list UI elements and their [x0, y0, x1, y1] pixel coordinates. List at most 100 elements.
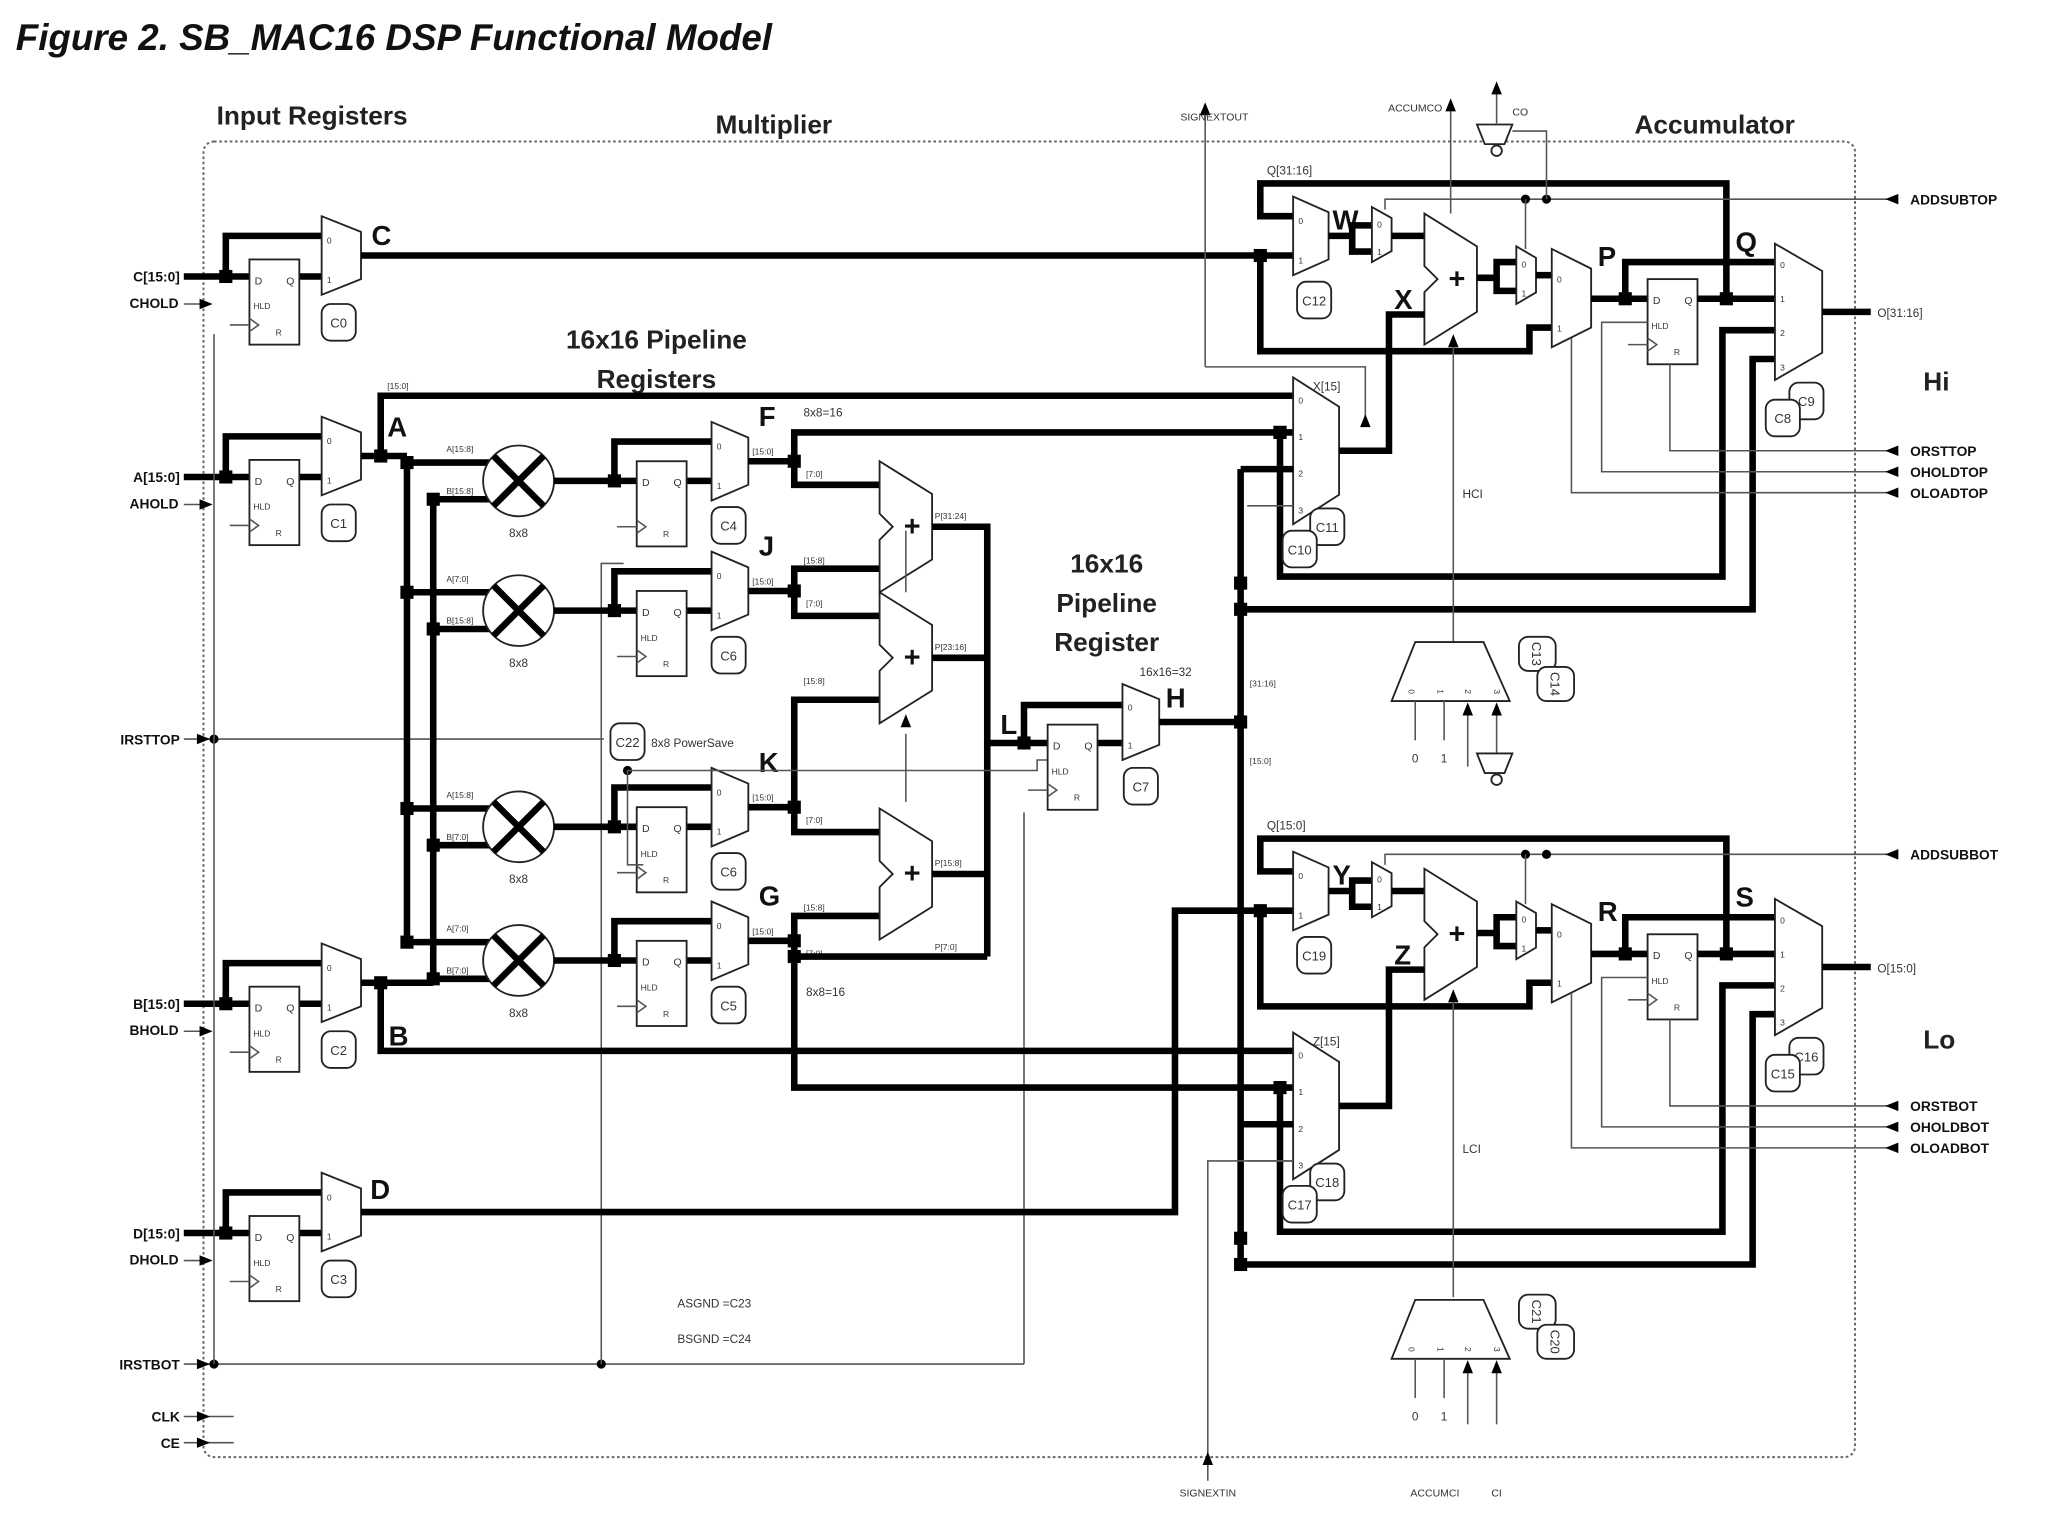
register-pin-hld: HLD — [1052, 766, 1069, 776]
control-bit-box — [320, 1030, 357, 1069]
register-pin-q: Q — [673, 608, 681, 619]
register-pin-d: D — [1653, 951, 1661, 962]
register-pin-q: Q — [673, 958, 681, 969]
accumci-label: ACCUMCI — [1410, 1488, 1459, 1499]
w-mux-name: Y — [1333, 860, 1351, 891]
control-bit-box — [710, 506, 747, 545]
register-pin-d: D — [255, 1004, 263, 1015]
arrow-right-icon — [199, 298, 213, 310]
bus-wire — [611, 917, 712, 961]
signal-wire — [1384, 198, 1891, 210]
mux-body — [1550, 247, 1593, 349]
hold-signal-label: AHOLD — [130, 496, 179, 511]
adder-input-width-label: [15:8] — [803, 903, 824, 913]
q-mux-name: Q — [1736, 227, 1757, 258]
mux-input-label: 1 — [1377, 247, 1382, 257]
p-mux-name: R — [1598, 896, 1618, 927]
register-pin-r: R — [663, 659, 669, 669]
junction-dot — [1541, 849, 1552, 859]
q-mux-name: S — [1736, 882, 1754, 913]
arrow-up-icon — [1199, 102, 1211, 116]
adder-plus-symbol: + — [904, 511, 921, 543]
h-bus-lo-label: [15:0] — [1250, 756, 1271, 766]
mux-name-label: D — [370, 1174, 390, 1205]
control-bit: C10 — [1281, 529, 1318, 569]
arrow-up-icon — [1491, 702, 1502, 716]
arrow-left-icon — [1885, 445, 1899, 456]
control-bit-box — [1518, 1293, 1557, 1330]
bus-wire — [790, 807, 880, 836]
bus-wire — [1257, 180, 1730, 299]
pipeline-mux: 01 — [710, 420, 750, 502]
arrow-right-icon — [199, 1026, 213, 1037]
register-body — [635, 939, 688, 1027]
mux-body — [320, 214, 362, 297]
asgnd-label: ASGND =C23 — [677, 1297, 751, 1311]
mux-input-label: 2 — [1298, 469, 1303, 479]
control-bit-box — [1309, 1162, 1346, 1202]
control-bit-box — [320, 303, 357, 342]
pipe-out-width-label: [15:0] — [752, 447, 773, 457]
hold-signal-label: BHOLD — [130, 1023, 179, 1038]
arrow-up-icon — [1445, 98, 1456, 112]
register-pin-r: R — [1074, 793, 1080, 803]
mux-input-label: 1 — [1522, 944, 1527, 954]
mux-input-label: 1 — [717, 481, 722, 491]
bus-wire — [1276, 982, 1775, 1235]
mux-input-label: 0 — [1298, 871, 1303, 881]
mux-body — [320, 942, 362, 1024]
multiply-x-icon — [491, 583, 546, 638]
clock-input-icon — [248, 1045, 260, 1060]
control-bit: C5 — [710, 985, 747, 1025]
control-bit-label: C0 — [330, 316, 347, 331]
bus-wire — [790, 940, 1294, 1091]
multiply-x-icon — [491, 453, 546, 509]
mux-input-label: 3 — [1298, 505, 1303, 515]
arrow-up-icon — [1202, 1451, 1214, 1465]
register-pin-r: R — [276, 1284, 282, 1294]
adder-plus-symbol: + — [1449, 263, 1466, 295]
signal-wire — [1207, 1160, 1294, 1481]
carry-const-1: 1 — [1441, 752, 1448, 766]
arrow-up-icon — [1462, 1360, 1473, 1374]
bus-wire — [932, 523, 991, 957]
mux-input-label: 0 — [1407, 689, 1417, 694]
bus-wire — [790, 940, 988, 960]
signal-wire — [600, 562, 624, 1365]
multiplier-input-b-label: B[15:8] — [446, 616, 473, 626]
pipeline-registers-title-2: Registers — [597, 364, 717, 394]
partial-sum-label: P[7:0] — [935, 942, 957, 952]
mux-body — [1370, 860, 1393, 919]
pipeline-mux: 01 — [710, 550, 750, 632]
bus-junction — [426, 972, 440, 986]
register-body — [248, 1215, 301, 1303]
arrow-up-icon — [1491, 81, 1502, 95]
bus-wire — [1339, 966, 1425, 1110]
pipeline-mux: 01 — [710, 766, 750, 848]
signal-wire — [1205, 366, 1367, 422]
mux-input-label: 0 — [1377, 875, 1382, 885]
mux-input-label: 1 — [1780, 949, 1785, 959]
control-bit-box — [710, 985, 747, 1025]
control-bit: C12 — [1296, 280, 1333, 320]
arrow-up-icon — [1491, 1360, 1502, 1374]
figure-title: Figure 2. SB_MAC16 DSP Functional Model — [16, 17, 773, 58]
dsp-boundary — [202, 140, 1856, 1459]
h-mux: 01 — [1121, 682, 1161, 762]
output-bus-label: O[15:0] — [1877, 961, 1916, 975]
control-bit-box — [1518, 635, 1557, 672]
global-signal-label: IRSTBOT — [119, 1357, 180, 1372]
pipe-out-width-label: [15:0] — [752, 793, 773, 803]
bus-junction — [1719, 947, 1733, 961]
clock-input-icon — [636, 865, 648, 880]
p-mux: 01 — [1550, 902, 1593, 1004]
orst-label: ORSTBOT — [1910, 1099, 1978, 1114]
arrow-left-icon — [1885, 849, 1899, 860]
adder: + — [878, 806, 934, 942]
control-bit-label: C22 — [615, 735, 639, 750]
control-bit: C21 — [1518, 1293, 1557, 1330]
